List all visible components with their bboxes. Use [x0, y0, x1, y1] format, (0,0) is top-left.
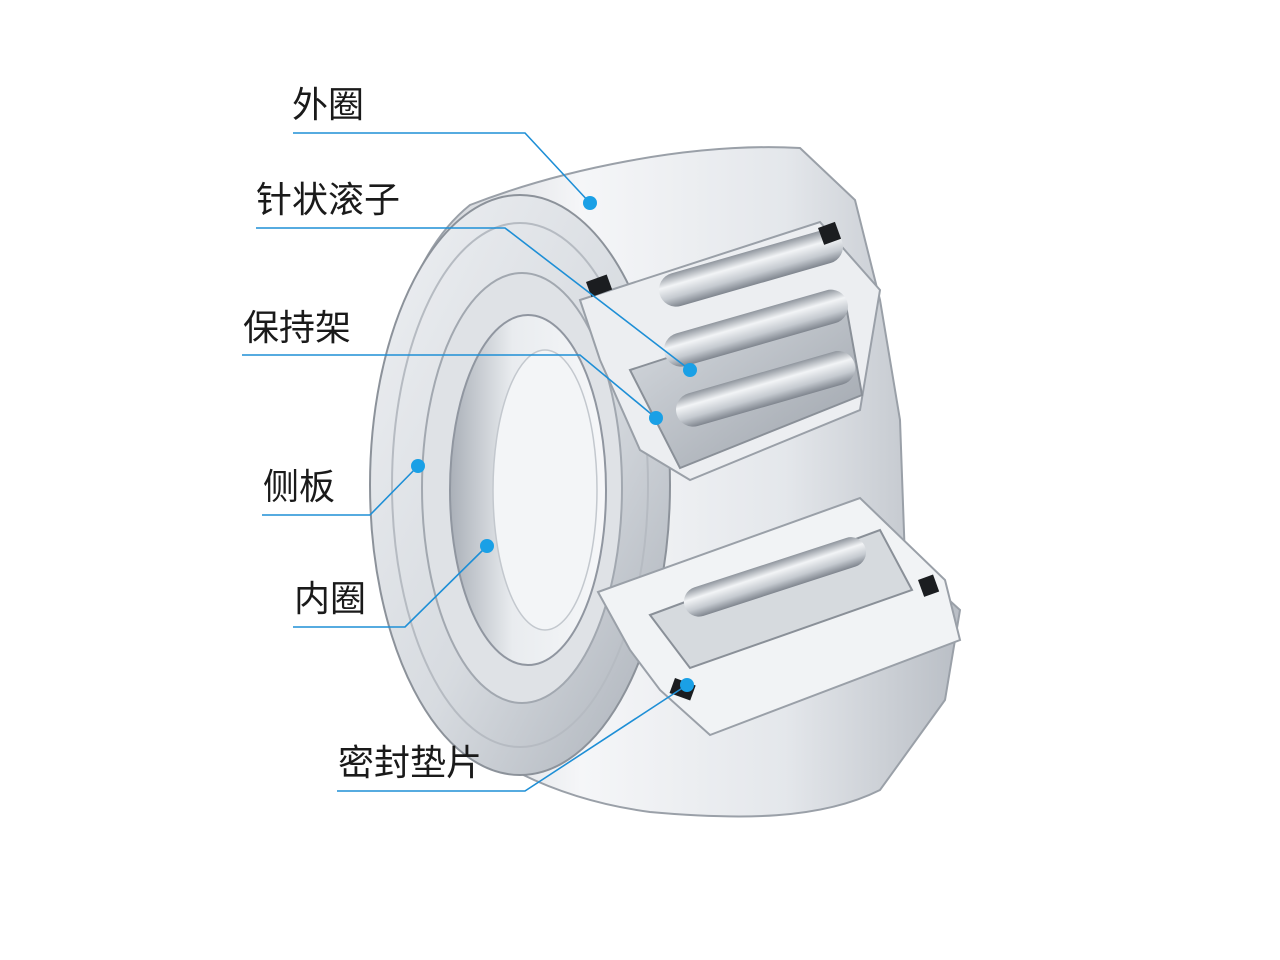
label-needle-roller: 针状滚子	[256, 180, 400, 221]
upper-seal-left	[586, 274, 613, 298]
bearing-illustration	[369, 146, 962, 818]
leader-seal	[337, 684, 688, 792]
lower-seal-right	[918, 574, 940, 597]
leader-side-plate	[262, 465, 419, 516]
leader-needle-roller	[256, 227, 691, 371]
leader-cage	[242, 354, 657, 419]
dot-side-plate	[411, 459, 425, 473]
dot-cage	[649, 411, 663, 425]
dot-needle-roller	[683, 363, 697, 377]
upper-needle-rollers	[659, 229, 856, 427]
dot-inner-ring	[480, 539, 494, 553]
label-side-plate: 侧板	[263, 467, 335, 508]
upper-seal-right	[817, 221, 842, 245]
label-outer-ring: 外圈	[292, 85, 364, 126]
dot-outer-ring	[583, 196, 597, 210]
leader-outer-ring	[293, 132, 591, 204]
lower-needle-roller	[683, 537, 867, 617]
leader-lines	[242, 132, 691, 792]
labels: 外圈 针状滚子 保持架 侧板 内圈 密封垫片	[243, 85, 482, 784]
dot-seal	[680, 678, 694, 692]
label-seal: 密封垫片	[338, 743, 482, 784]
leader-dots	[411, 196, 697, 692]
label-inner-ring: 内圈	[294, 579, 366, 620]
label-cage: 保持架	[243, 308, 351, 349]
leader-inner-ring	[293, 545, 488, 628]
